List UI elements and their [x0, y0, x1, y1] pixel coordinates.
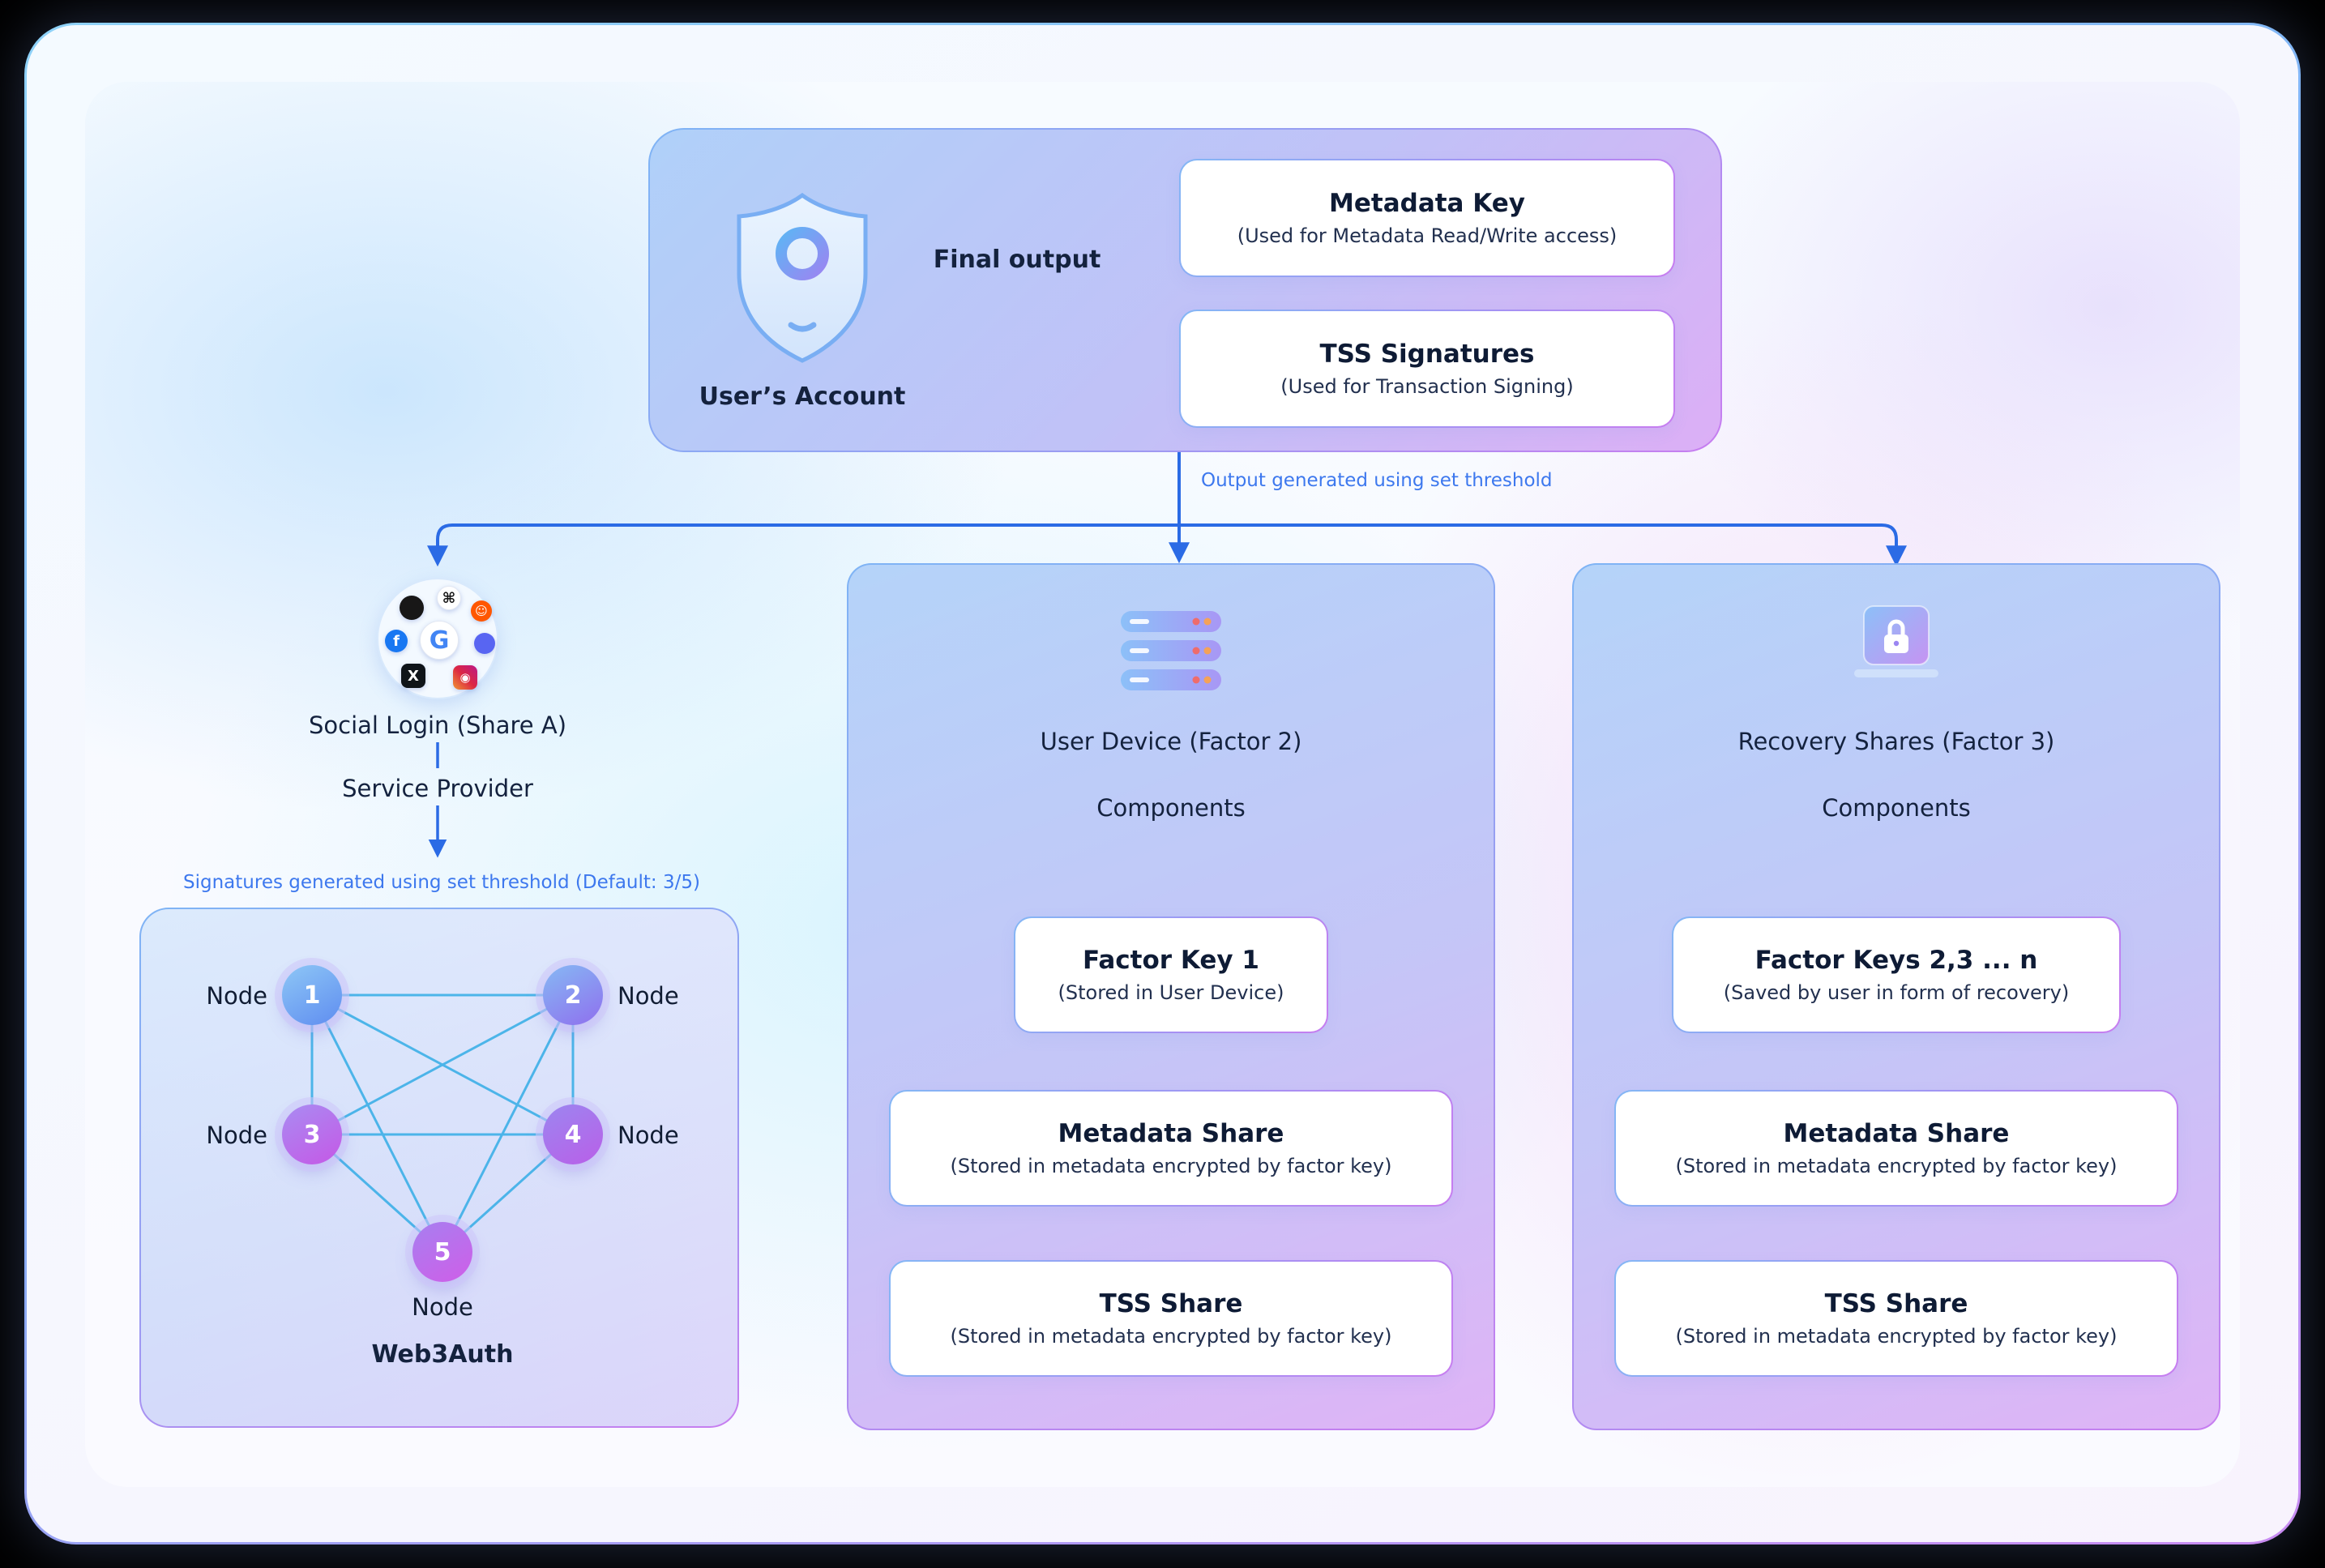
recovery-metadata-share-box: Metadata Share (Stored in metadata encry…: [1614, 1090, 2178, 1207]
user-device-title: User Device (Factor 2): [1040, 728, 1302, 755]
factor-key-1-title: Factor Key 1: [1083, 946, 1259, 975]
tss-signatures-subtitle: (Used for Transaction Signing): [1280, 375, 1574, 398]
node-1-label: Node: [206, 982, 267, 1010]
device-tss-share-box: TSS Share (Stored in metadata encrypted …: [889, 1260, 1453, 1377]
node-5-number: 5: [434, 1237, 451, 1267]
social-login-label: Social Login (Share A): [308, 711, 567, 739]
web3auth-label: Web3Auth: [371, 1340, 514, 1369]
node-3: 3: [282, 1104, 342, 1164]
signatures-threshold-note: Signatures generated using set threshold…: [183, 872, 700, 893]
device-components-label: Components: [1096, 794, 1246, 822]
node-4-number: 4: [564, 1120, 582, 1149]
reddit-icon: ☺: [471, 600, 492, 622]
users-account-label: User’s Account: [699, 382, 906, 411]
recovery-tss-share-subtitle: (Stored in metadata encrypted by factor …: [1675, 1325, 2118, 1348]
final-output-label: Final output: [933, 246, 1101, 274]
factor-key-1-subtitle: (Stored in User Device): [1058, 981, 1284, 1004]
device-tss-share-subtitle: (Stored in metadata encrypted by factor …: [950, 1325, 1392, 1348]
node-3-label: Node: [206, 1122, 267, 1149]
apple-icon: ⌘: [437, 586, 461, 610]
output-threshold-note: Output generated using set threshold: [1201, 470, 1553, 491]
server-icon: [1121, 611, 1221, 690]
discord-icon: [474, 633, 495, 654]
github-icon: [400, 596, 424, 620]
recovery-metadata-share-title: Metadata Share: [1783, 1119, 2010, 1148]
metadata-key-title: Metadata Key: [1329, 189, 1525, 218]
node-4-label: Node: [618, 1122, 679, 1149]
node-2-number: 2: [564, 981, 582, 1010]
instagram-icon: ◉: [453, 665, 477, 690]
social-login-icon: ⌘ ☺ f G X ◉: [377, 578, 498, 699]
tss-signatures-box: TSS Signatures (Used for Transaction Sig…: [1179, 310, 1675, 428]
metadata-key-box: Metadata Key (Used for Metadata Read/Wri…: [1179, 159, 1675, 277]
factor-keys-n-title: Factor Keys 2,3 ... n: [1754, 946, 2038, 975]
google-icon: G: [420, 621, 459, 660]
service-provider-label: Service Provider: [342, 775, 533, 802]
device-tss-share-title: TSS Share: [1099, 1289, 1243, 1318]
laptop-lock-icon: [1854, 605, 1938, 677]
node-2-label: Node: [618, 982, 679, 1010]
x-icon: X: [401, 664, 425, 688]
recovery-tss-share-box: TSS Share (Stored in metadata encrypted …: [1614, 1260, 2178, 1377]
recovery-components-label: Components: [1822, 794, 1971, 822]
node-1: 1: [282, 965, 342, 1025]
metadata-key-subtitle: (Used for Metadata Read/Write access): [1237, 224, 1618, 247]
recovery-shares-title: Recovery Shares (Factor 3): [1737, 728, 2055, 755]
shield-key-icon: [737, 192, 868, 363]
node-3-number: 3: [303, 1120, 321, 1149]
node-2: 2: [543, 965, 603, 1025]
node-5-label: Node: [412, 1293, 473, 1321]
factor-keys-n-box: Factor Keys 2,3 ... n (Saved by user in …: [1672, 916, 2121, 1033]
node-5: 5: [412, 1222, 472, 1282]
recovery-tss-share-title: TSS Share: [1824, 1289, 1968, 1318]
factor-keys-n-subtitle: (Saved by user in form of recovery): [1723, 981, 2070, 1004]
factor-key-1-box: Factor Key 1 (Stored in User Device): [1014, 916, 1328, 1033]
facebook-icon: f: [385, 630, 408, 652]
device-metadata-share-box: Metadata Share (Stored in metadata encry…: [889, 1090, 1453, 1207]
tss-signatures-title: TSS Signatures: [1319, 340, 1535, 369]
device-metadata-share-subtitle: (Stored in metadata encrypted by factor …: [950, 1155, 1392, 1177]
recovery-metadata-share-subtitle: (Stored in metadata encrypted by factor …: [1675, 1155, 2118, 1177]
node-1-number: 1: [303, 981, 321, 1010]
device-metadata-share-title: Metadata Share: [1058, 1119, 1284, 1148]
node-4: 4: [543, 1104, 603, 1164]
